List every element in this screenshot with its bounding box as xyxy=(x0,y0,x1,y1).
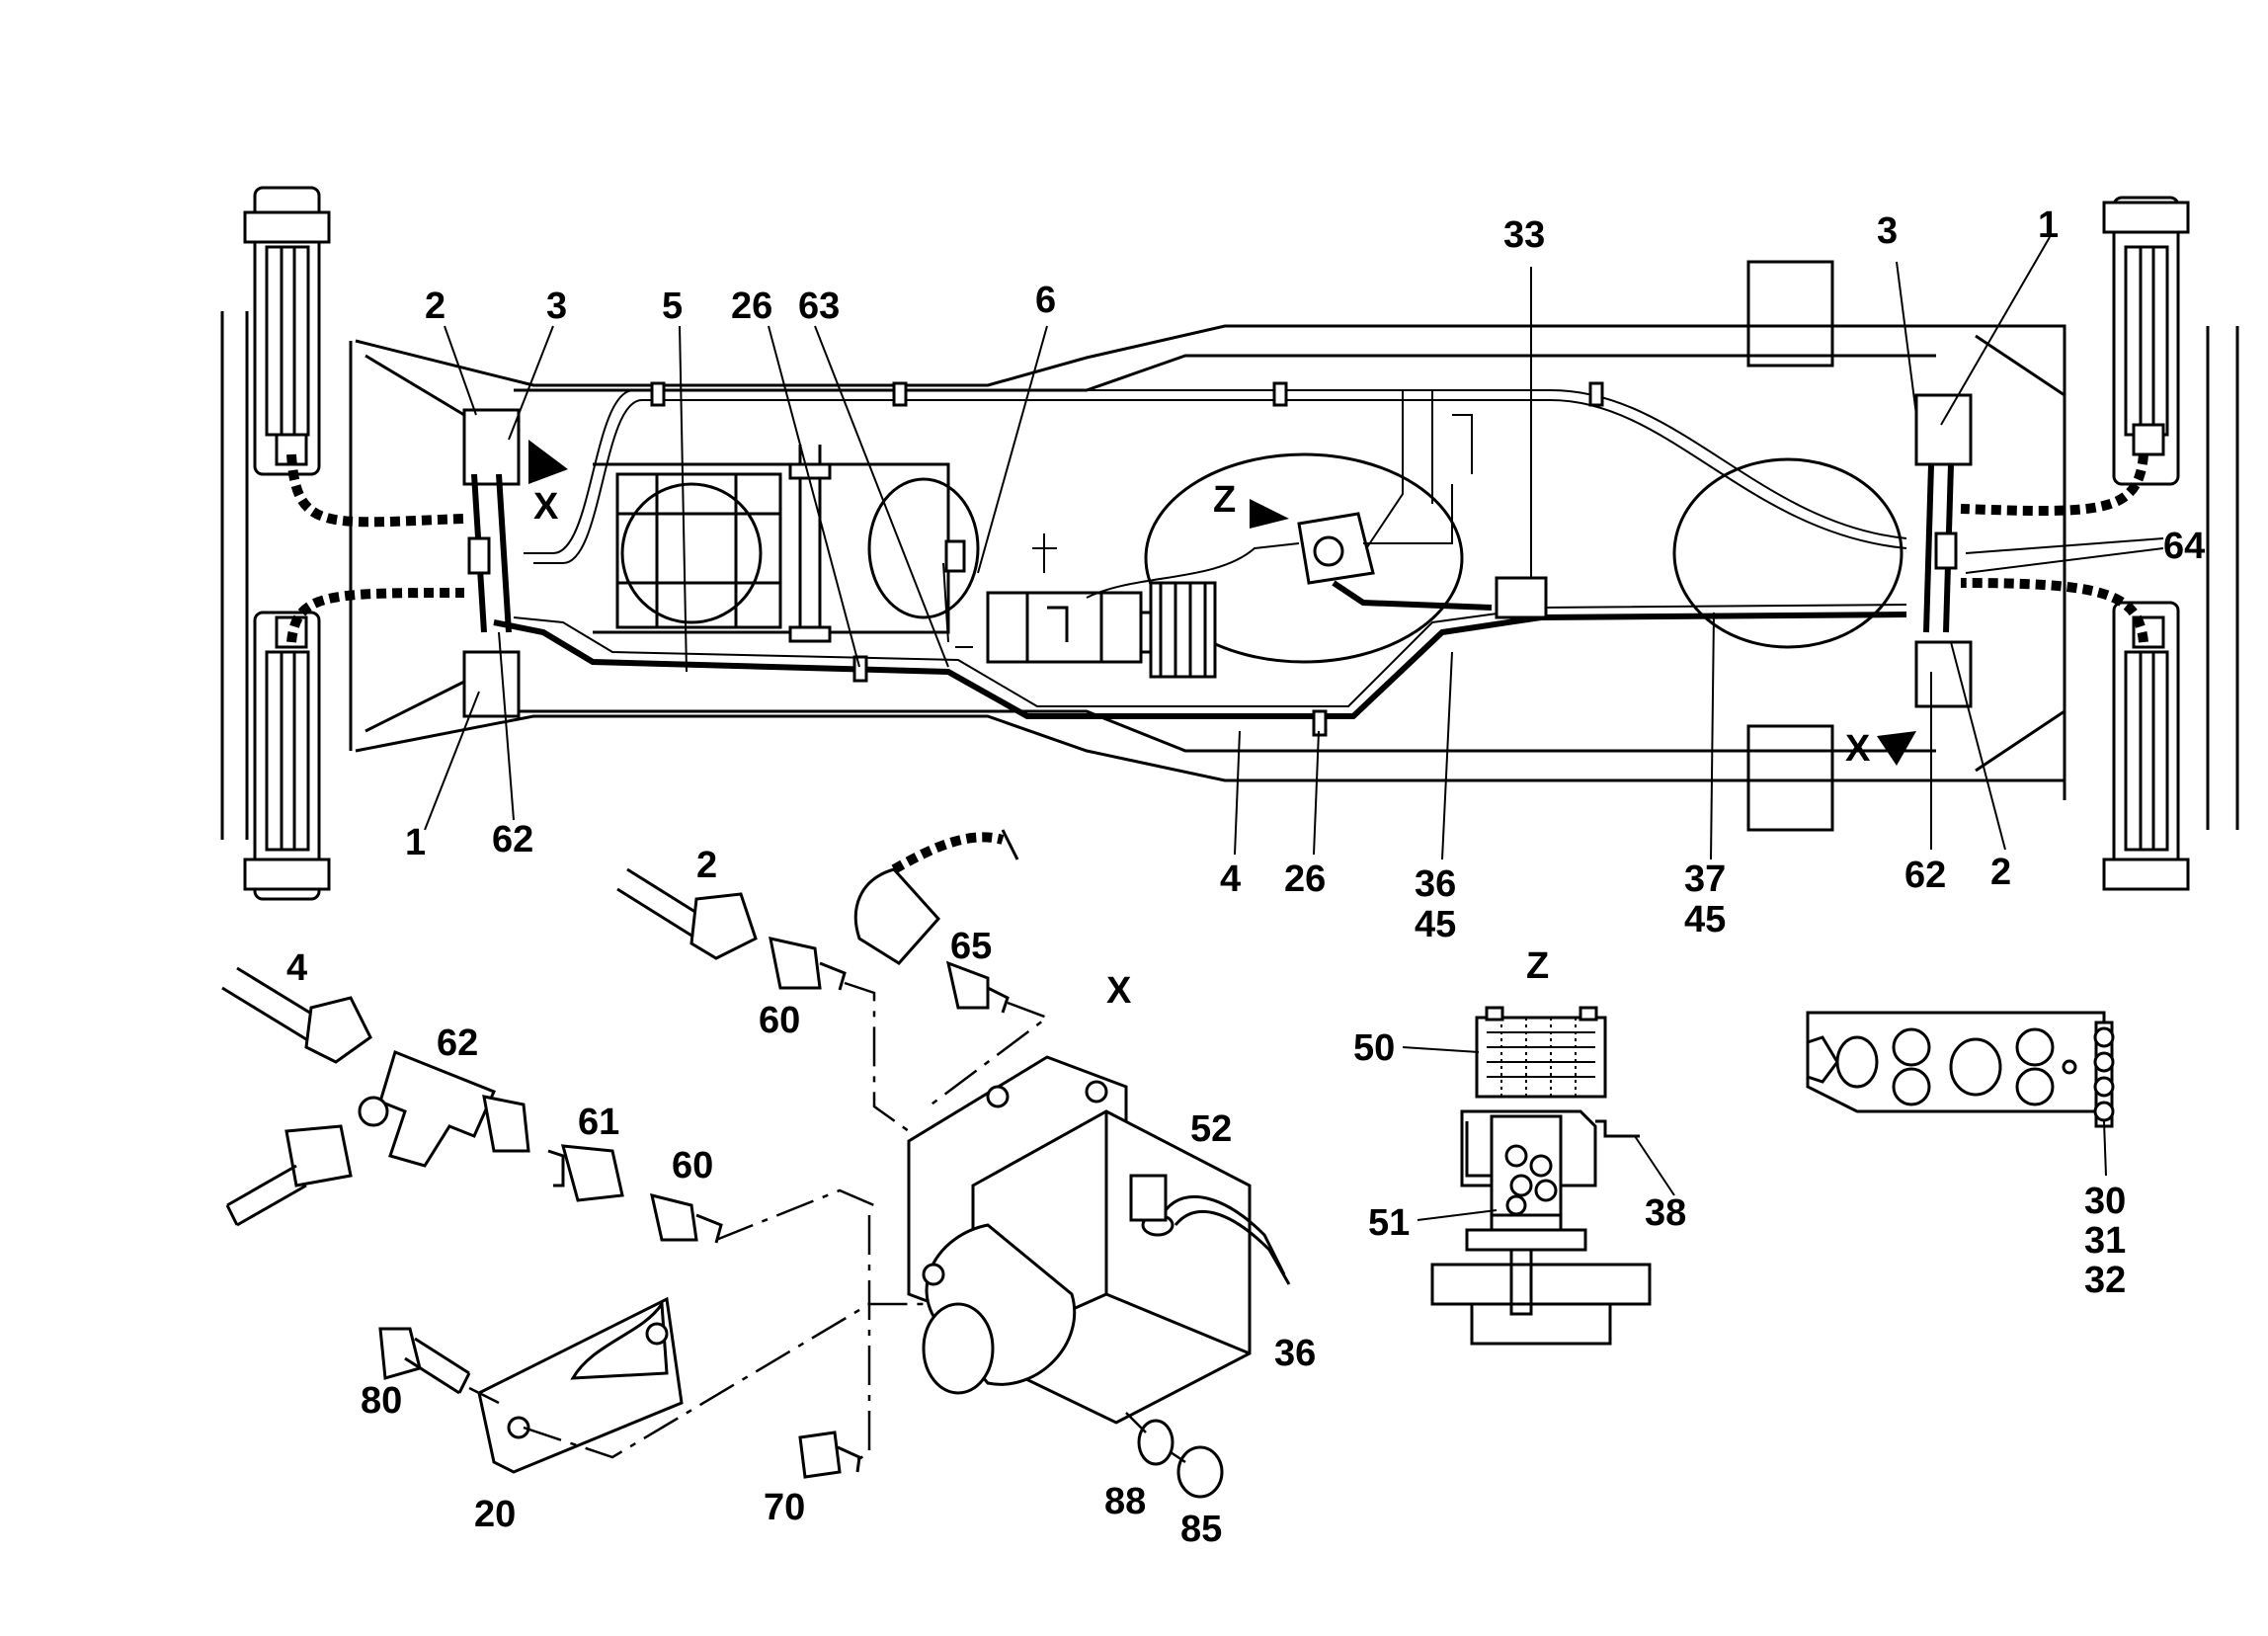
view-arrows xyxy=(528,440,1916,766)
view-label-z: Z xyxy=(1213,479,1236,521)
callout-3-left: 3 xyxy=(546,286,567,327)
callout-e-85: 85 xyxy=(1180,1509,1222,1550)
callout-e-52: 52 xyxy=(1190,1108,1232,1150)
panel-callouts: 30 31 32 xyxy=(2084,1181,2126,1301)
detail-panel xyxy=(1806,1011,2115,1177)
callout-e-60-top: 60 xyxy=(759,1000,800,1041)
detail-z-callouts: 50 51 38 xyxy=(1353,1027,1686,1244)
brake-lines xyxy=(462,381,1973,737)
callout-33: 33 xyxy=(1503,214,1545,256)
callout-p-32: 32 xyxy=(2084,1260,2126,1301)
callout-37: 37 xyxy=(1684,859,1726,900)
view-label-x-top-left: X xyxy=(533,486,559,528)
callout-e-2: 2 xyxy=(696,845,717,886)
callout-45-a: 45 xyxy=(1415,904,1456,945)
callout-2-right: 2 xyxy=(1990,852,2011,893)
callout-e-60-bottom: 60 xyxy=(672,1145,713,1186)
callout-5: 5 xyxy=(662,286,683,327)
view-label-x-bottom-right: X xyxy=(1845,728,1871,770)
callout-leaders xyxy=(424,236,2164,860)
callout-p-30: 30 xyxy=(2084,1181,2126,1222)
detail-z xyxy=(1402,1006,1675,1346)
chassis-callouts: 2 3 5 26 63 6 33 3 1 64 1 62 4 26 36 45 … xyxy=(405,204,2205,945)
misc-marks xyxy=(942,533,1057,648)
callout-e-65: 65 xyxy=(950,926,992,967)
callout-2-left: 2 xyxy=(425,286,446,327)
callout-4: 4 xyxy=(1220,859,1241,900)
callout-62-left: 62 xyxy=(492,819,533,860)
view-label-z-caption: Z xyxy=(1526,945,1549,987)
callout-6: 6 xyxy=(1035,280,1056,321)
callout-e-4: 4 xyxy=(286,947,307,989)
callout-p-31: 31 xyxy=(2084,1220,2126,1262)
callout-3-right: 3 xyxy=(1877,210,1898,252)
callout-e-70: 70 xyxy=(764,1487,805,1528)
exploded-view-x xyxy=(221,829,1291,1499)
callout-64: 64 xyxy=(2163,526,2205,567)
callout-e-61: 61 xyxy=(578,1102,619,1143)
callout-z-50: 50 xyxy=(1353,1027,1395,1069)
callout-26-top: 26 xyxy=(731,286,772,327)
view-label-x-exploded: X xyxy=(1106,970,1132,1012)
callout-36: 36 xyxy=(1415,863,1456,905)
callout-e-80: 80 xyxy=(361,1380,402,1422)
view-letters: X Z X X Z xyxy=(533,479,1871,1012)
callout-1-left: 1 xyxy=(405,822,426,863)
callout-e-36: 36 xyxy=(1274,1333,1316,1374)
callout-1-right: 1 xyxy=(2038,204,2059,246)
brake-hoses xyxy=(286,453,2148,643)
valve-cluster xyxy=(986,484,1548,679)
callout-45-b: 45 xyxy=(1684,899,1726,941)
exploded-callouts: 4 2 65 60 62 61 60 52 36 80 20 70 88 85 xyxy=(286,845,1316,1550)
callout-26-bottom: 26 xyxy=(1284,859,1326,900)
callout-63: 63 xyxy=(798,286,840,327)
callout-e-88: 88 xyxy=(1104,1481,1146,1522)
callout-62-right: 62 xyxy=(1904,855,1946,896)
callout-z-51: 51 xyxy=(1368,1202,1410,1244)
callout-e-20: 20 xyxy=(474,1494,516,1535)
callout-e-62: 62 xyxy=(437,1022,478,1064)
callout-z-38: 38 xyxy=(1645,1192,1686,1234)
wheel-assemblies xyxy=(243,186,2190,901)
